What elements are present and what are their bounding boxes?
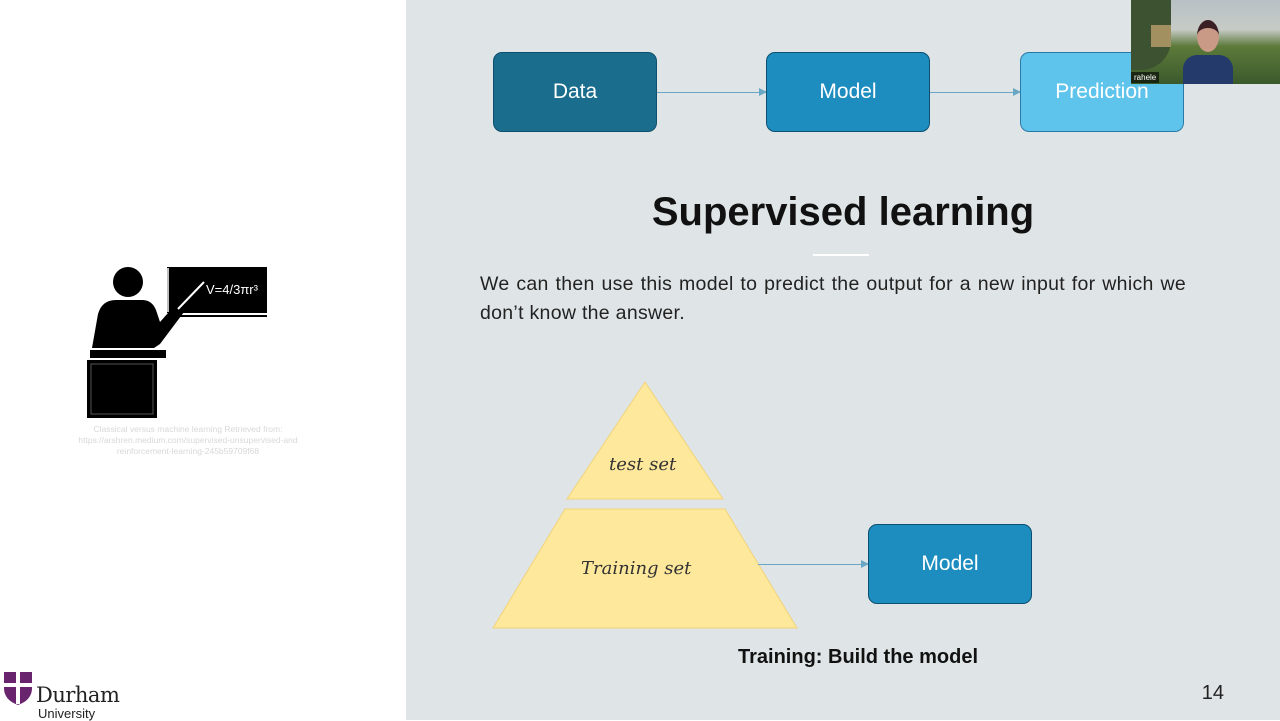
citation-line: Classical versus machine learning Retrie… bbox=[93, 424, 283, 434]
participant-name: rahele bbox=[1131, 72, 1160, 83]
slide-body: We can then use this model to predict th… bbox=[480, 273, 1186, 324]
crest-icon bbox=[4, 672, 32, 705]
flow-arrow bbox=[930, 88, 1021, 96]
flow-data-box: Data bbox=[493, 52, 657, 132]
data-split-pyramid bbox=[492, 381, 798, 629]
castle bbox=[1151, 25, 1171, 47]
webcam-video[interactable]: rahele bbox=[1131, 0, 1280, 84]
flow-model-box: Model bbox=[766, 52, 930, 132]
flow-prediction-box: Prediction bbox=[1020, 52, 1184, 132]
logo-name: Durham bbox=[36, 683, 120, 707]
flow-arrow bbox=[657, 88, 767, 96]
left-panel: V=4/3πr³ Classical versus machine learni… bbox=[0, 0, 406, 721]
citation-link[interactable]: https://arshren.medium.com/supervised-un… bbox=[78, 435, 298, 445]
test-set-label: test set bbox=[609, 454, 677, 475]
teacher-illustration: V=4/3πr³ bbox=[87, 267, 267, 418]
person bbox=[1183, 55, 1233, 84]
citation: Classical versus machine learning Retrie… bbox=[40, 424, 336, 457]
title-underline bbox=[813, 254, 869, 256]
caption: Training: Build the model bbox=[738, 646, 978, 668]
training-arrow bbox=[758, 560, 869, 568]
person-head bbox=[1197, 20, 1219, 52]
formula: V=4/3πr³ bbox=[206, 282, 259, 297]
slide: Data Model Prediction Supervised learnin… bbox=[406, 0, 1280, 720]
page-number: 14 bbox=[1201, 682, 1224, 704]
logo-subtitle: University bbox=[38, 706, 96, 721]
durham-logo: Durham University bbox=[2, 670, 132, 721]
training-set-label: Training set bbox=[581, 558, 692, 579]
citation-line: reinforcement-learning-245b59709f68 bbox=[116, 446, 260, 456]
slide-title: Supervised learning bbox=[651, 190, 1035, 234]
model-box: Model bbox=[868, 524, 1032, 604]
